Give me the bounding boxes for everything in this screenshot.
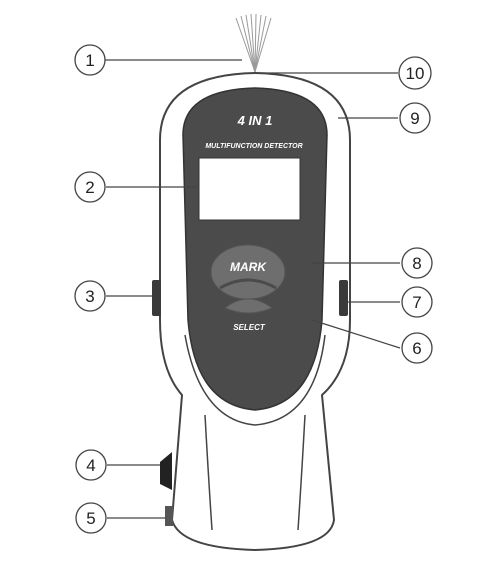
mark-button[interactable]: MARK <box>210 244 286 300</box>
callout-2: 2 <box>74 171 106 203</box>
left-side-grip <box>152 280 161 316</box>
housing-inner-contour <box>184 334 326 426</box>
lcd-display <box>198 157 301 221</box>
svg-text:10: 10 <box>406 64 425 83</box>
svg-text:1: 1 <box>85 51 94 70</box>
callout-7: 7 <box>401 286 433 318</box>
svg-text:2: 2 <box>85 178 94 197</box>
callout-6: 6 <box>401 332 433 364</box>
callout-5: 5 <box>75 502 107 534</box>
select-button-label: SELECT <box>233 323 266 332</box>
subtitle-text: MULTIFUNCTION DETECTOR <box>205 143 302 150</box>
grip-right-line <box>297 414 306 531</box>
select-button[interactable] <box>224 298 274 314</box>
svg-text:9: 9 <box>410 109 419 128</box>
battery-cover-slot <box>165 506 173 526</box>
callout-9: 9 <box>399 102 431 134</box>
callout-10: 10 <box>398 56 432 90</box>
grip-left-line <box>204 414 213 531</box>
power-switch[interactable] <box>160 452 172 490</box>
callout-4: 4 <box>75 449 107 481</box>
callout-3: 3 <box>74 280 106 312</box>
mark-button-label: MARK <box>230 260 267 274</box>
svg-text:6: 6 <box>412 339 421 358</box>
sensor-beam-icon <box>235 13 272 73</box>
svg-text:3: 3 <box>85 287 94 306</box>
leader-lines <box>105 59 401 519</box>
svg-text:5: 5 <box>86 509 95 528</box>
callout-8: 8 <box>401 247 433 279</box>
model-text: 4 IN 1 <box>237 113 273 128</box>
callout-1: 1 <box>74 44 106 76</box>
right-side-grip <box>339 280 348 316</box>
svg-text:7: 7 <box>412 293 421 312</box>
svg-text:4: 4 <box>86 456 95 475</box>
svg-text:8: 8 <box>412 254 421 273</box>
